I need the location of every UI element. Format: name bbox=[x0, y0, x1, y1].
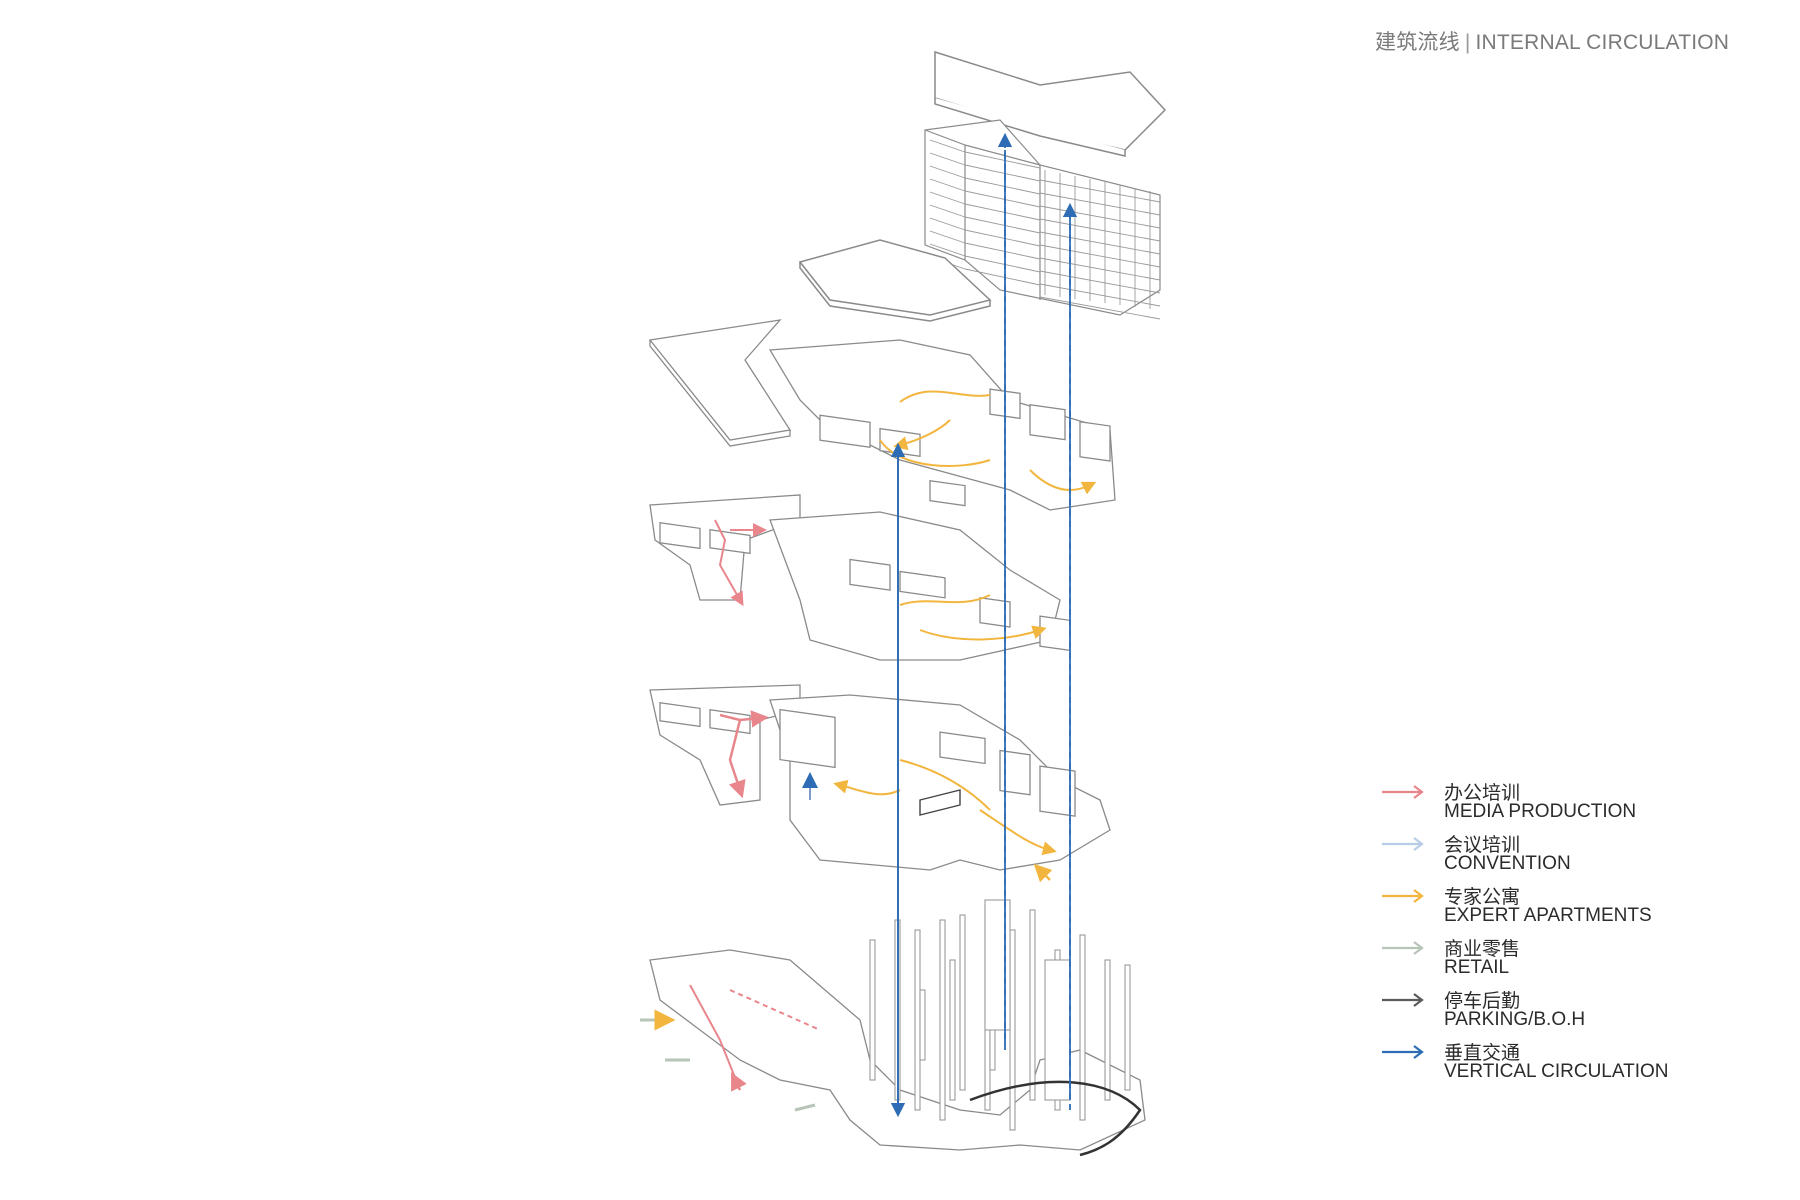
level-3-plan bbox=[648, 319, 1116, 511]
parking-column bbox=[1124, 964, 1131, 1091]
core-tower bbox=[1044, 959, 1071, 1101]
legend-arrow-media-icon bbox=[1382, 785, 1424, 799]
room-box bbox=[879, 427, 921, 458]
room-box bbox=[1079, 421, 1111, 462]
tower-floor-line bbox=[929, 139, 966, 153]
page-title: 建筑流线|INTERNAL CIRCULATION bbox=[1375, 26, 1729, 56]
legend-arrow-retail-icon bbox=[1382, 941, 1424, 955]
legend-label-zh: 垂直交通 bbox=[1444, 1043, 1521, 1064]
parking-column bbox=[939, 919, 946, 1121]
legend-arrow-convention-icon bbox=[1382, 837, 1424, 851]
tower-floor-line bbox=[964, 242, 1041, 260]
room-box bbox=[929, 479, 966, 507]
legend-item-parking: 停车后勤 PARKING/B.O.H bbox=[1380, 986, 1780, 1038]
parking-column bbox=[1009, 929, 1016, 1131]
tower-floor-line bbox=[929, 217, 966, 231]
roof-slab-middle bbox=[798, 239, 992, 322]
legend-arrow-parking-icon bbox=[1382, 993, 1424, 1007]
room-box bbox=[979, 596, 1011, 628]
room-box bbox=[1039, 615, 1071, 652]
tower-floor-line bbox=[964, 229, 1041, 247]
legend-label-zh: 商业零售 bbox=[1444, 939, 1521, 960]
legend-label-en: MEDIA PRODUCTION bbox=[1444, 801, 1637, 822]
legend-arrow-apartments-icon bbox=[1382, 889, 1424, 903]
legend-item-apartments: 专家公寓 EXPERT APARTMENTS bbox=[1380, 882, 1780, 934]
legend-label-en: PARKING/B.O.H bbox=[1444, 1009, 1586, 1030]
legend-label-zh: 办公培训 bbox=[1444, 783, 1521, 804]
tower-floor-line bbox=[964, 203, 1041, 221]
level-1-plan bbox=[649, 684, 1111, 883]
tower-floor-line bbox=[964, 190, 1041, 208]
legend: 办公培训 MEDIA PRODUCTION 会议培训 CONVENTION 专家… bbox=[1380, 778, 1780, 1090]
legend-label-zh: 停车后勤 bbox=[1444, 991, 1521, 1012]
parking-column bbox=[1104, 959, 1111, 1101]
page-title-en: INTERNAL CIRCULATION bbox=[1475, 31, 1730, 54]
tower-floor-line bbox=[964, 216, 1041, 234]
core-tower bbox=[984, 899, 1011, 1031]
room-box bbox=[659, 522, 701, 550]
room-box bbox=[659, 702, 701, 728]
room-box bbox=[849, 558, 891, 591]
parking-column bbox=[869, 939, 876, 1081]
parking-column bbox=[959, 914, 966, 1091]
legend-label-en: EXPERT APARTMENTS bbox=[1444, 905, 1652, 926]
roof-slab-upper bbox=[934, 50, 1167, 157]
tower-floor-line bbox=[964, 151, 1041, 169]
tower-floor-line bbox=[929, 243, 966, 257]
legend-item-retail: 商业零售 RETAIL bbox=[1380, 934, 1780, 986]
title-separator: | bbox=[1464, 31, 1471, 54]
tower-floor-line bbox=[929, 204, 966, 218]
room-box bbox=[709, 529, 751, 555]
tower-floor-line bbox=[929, 230, 966, 244]
page-title-zh: 建筑流线 bbox=[1375, 31, 1460, 54]
room-box bbox=[1039, 765, 1076, 817]
vertical-circulation-lines bbox=[890, 132, 1078, 1118]
room-box bbox=[779, 708, 836, 769]
tower-floor-line bbox=[964, 177, 1041, 195]
legend-label-zh: 专家公寓 bbox=[1444, 887, 1521, 908]
legend-item-media: 办公培训 MEDIA PRODUCTION bbox=[1380, 778, 1780, 830]
room-box bbox=[999, 749, 1031, 796]
legend-label-en: RETAIL bbox=[1444, 957, 1510, 978]
tower-floor-line bbox=[929, 178, 966, 192]
level-2-plan bbox=[649, 494, 1071, 661]
tower-floor-line bbox=[964, 164, 1041, 182]
parking-column bbox=[1029, 909, 1036, 1101]
legend-item-vertical: 垂直交通 VERTICAL CIRCULATION bbox=[1380, 1038, 1780, 1090]
legend-label-zh: 会议培训 bbox=[1444, 835, 1521, 856]
tower-floor-line bbox=[929, 165, 966, 179]
tower-floor-line bbox=[929, 191, 966, 205]
apartment-tower bbox=[924, 119, 1161, 320]
room-box bbox=[819, 414, 871, 449]
tower-floor-line bbox=[929, 152, 966, 166]
room-box bbox=[899, 570, 946, 599]
legend-label-en: CONVENTION bbox=[1444, 853, 1571, 874]
legend-arrow-vertical-icon bbox=[1382, 1045, 1424, 1059]
parking-column bbox=[919, 989, 926, 1061]
tower-floor-line bbox=[964, 255, 1041, 273]
tower-floor-line bbox=[1039, 296, 1161, 320]
tower-floor-line bbox=[964, 268, 1041, 286]
room-box bbox=[939, 731, 986, 765]
parking-column bbox=[1079, 934, 1086, 1121]
legend-item-convention: 会议培训 CONVENTION bbox=[1380, 830, 1780, 882]
legend-label-en: VERTICAL CIRCULATION bbox=[1444, 1061, 1669, 1082]
parking-column bbox=[914, 929, 921, 1111]
room-box bbox=[1029, 404, 1066, 441]
parking-column bbox=[949, 959, 956, 1101]
